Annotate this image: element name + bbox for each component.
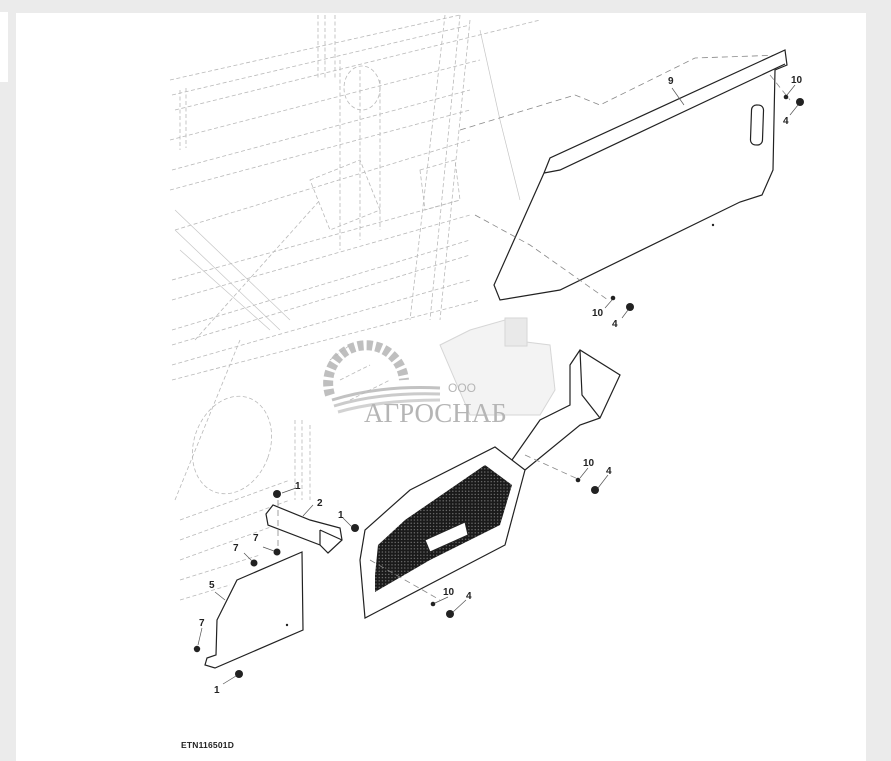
callout-10: 10	[791, 75, 803, 86]
callout-4: 4	[612, 319, 618, 330]
callout-5: 5	[209, 580, 215, 591]
air-duct	[503, 349, 621, 471]
callout-2: 2	[317, 498, 323, 509]
perforated-screen	[359, 446, 581, 619]
callout-4: 4	[466, 591, 472, 602]
callout-7: 7	[233, 543, 239, 554]
callout-7: 7	[253, 533, 259, 544]
callout-9: 9	[668, 76, 674, 87]
callout-10: 10	[443, 587, 455, 598]
callout-1: 1	[295, 481, 301, 492]
left-panel-edge	[0, 12, 8, 82]
callout-7: 7	[199, 618, 205, 629]
callout-1: 1	[338, 510, 344, 521]
part-5-lower-shield	[204, 551, 304, 669]
machine-frame-background	[169, 14, 541, 601]
part-2-bracket	[265, 500, 343, 555]
leader-lines	[197, 84, 799, 685]
figure-id-label: ETN116501D	[181, 740, 235, 750]
agrosnab-watermark: ООО АГРОСНАБ	[323, 317, 556, 428]
callout-4: 4	[606, 466, 612, 477]
callout-1: 1	[214, 685, 220, 696]
callout-10: 10	[583, 458, 595, 469]
callout-labels: 9 10 4 10 4 10 4 10 4 1 2 1 7 7 5 7 1	[199, 75, 803, 696]
watermark-prefix: ООО	[448, 381, 476, 395]
part-9-upper-panel	[459, 49, 791, 301]
callout-4: 4	[783, 116, 789, 127]
callout-10: 10	[592, 308, 604, 319]
fasteners	[193, 94, 804, 678]
watermark-name: АГРОСНАБ	[364, 398, 507, 428]
